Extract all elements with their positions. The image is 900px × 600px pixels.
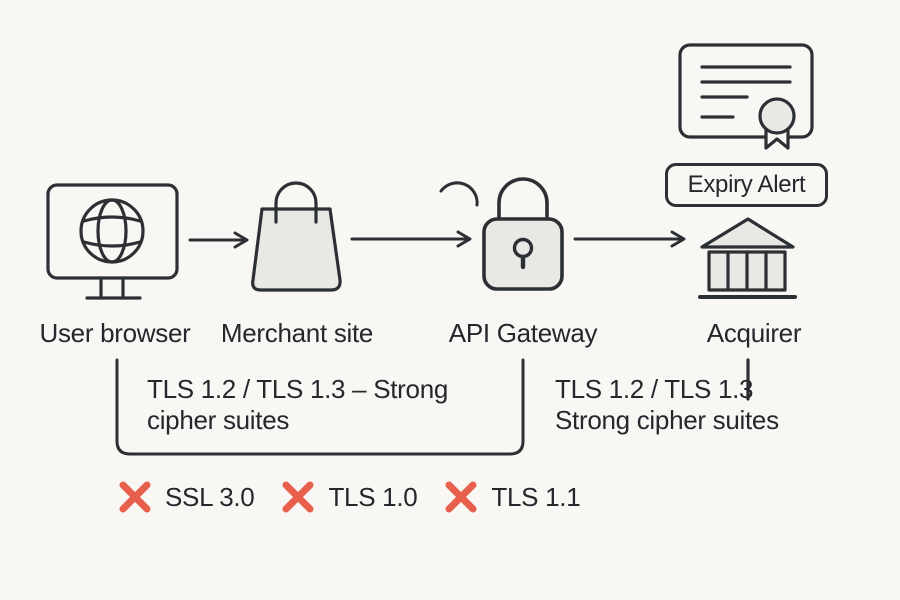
acquirer-link-annotation: TLS 1.2 / TLS 1.3 Strong cipher suites <box>555 374 779 436</box>
flow-arrows <box>188 230 686 249</box>
padlock-icon <box>439 177 564 291</box>
arrow-browser-to-merchant <box>188 231 249 249</box>
expiry-alert-badge: Expiry Alert <box>665 163 828 207</box>
cross-icon <box>119 481 151 513</box>
client-span-line1: TLS 1.2 / TLS 1.3 – Strong <box>147 374 449 404</box>
cross-icon <box>445 481 477 513</box>
client-span-line2: cipher suites <box>147 405 290 435</box>
arrow-merchant-to-gateway <box>350 230 472 248</box>
monitor-globe-icon <box>46 183 179 300</box>
client-span-annotation: TLS 1.2 / TLS 1.3 – Strong cipher suites <box>147 374 448 436</box>
deprecated-item-ssl30: SSL 3.0 <box>118 480 255 514</box>
deprecated-protocols-row: SSL 3.0 TLS 1.0 TLS 1.1 <box>118 479 581 515</box>
shopping-bag-icon <box>251 181 342 292</box>
cross-icon <box>282 481 314 513</box>
span-bracket <box>115 358 525 456</box>
expiry-alert-label: Expiry Alert <box>687 171 806 198</box>
deprecated-item-tls10: TLS 1.0 <box>281 480 418 514</box>
arrow-gateway-to-acquirer <box>573 230 686 248</box>
node-label-api-gateway: API Gateway <box>448 318 598 348</box>
deprecated-label-tls11: TLS 1.1 <box>491 481 581 512</box>
node-label-merchant-site: Merchant site <box>220 318 374 348</box>
node-label-acquirer: Acquirer <box>706 318 802 348</box>
acquirer-link-line2: Strong cipher suites <box>555 405 779 435</box>
deprecated-item-tls11: TLS 1.1 <box>444 480 581 514</box>
acquirer-link-line1: TLS 1.2 / TLS 1.3 <box>555 374 754 404</box>
node-label-user-browser: User browser <box>39 318 191 348</box>
open-shackle-arc-icon <box>439 181 479 207</box>
certificate-icon <box>678 43 814 150</box>
seal-icon <box>758 97 796 135</box>
deprecated-label-tls10: TLS 1.0 <box>328 481 418 512</box>
bank-icon <box>698 217 797 299</box>
deprecated-label-ssl30: SSL 3.0 <box>165 481 255 512</box>
